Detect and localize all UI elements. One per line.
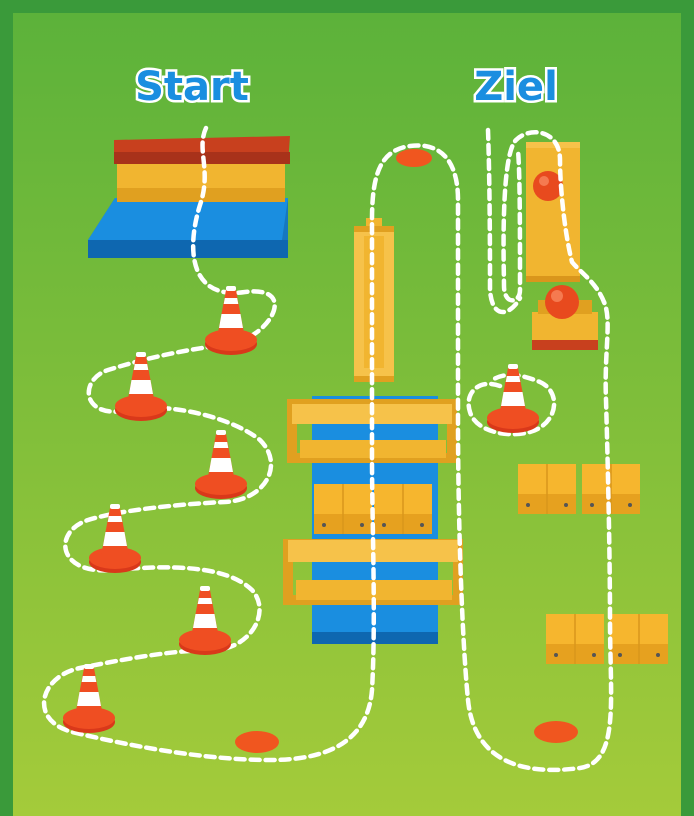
floor-marker-icon <box>396 149 432 167</box>
cardboard-box-icon <box>314 484 372 534</box>
vaulting-box-icon <box>88 136 290 258</box>
cardboard-box-icon <box>546 614 604 664</box>
floor-marker-icon <box>534 721 578 743</box>
cardboard-box-icon <box>518 464 576 514</box>
finish-label: Ziel <box>474 64 558 110</box>
ball-icon <box>539 176 549 186</box>
floor-marker-icon <box>235 731 279 753</box>
cardboard-box-icon <box>582 464 640 514</box>
cardboard-box-icon <box>374 484 432 534</box>
ball-icon <box>545 285 579 319</box>
cardboard-box-icon <box>610 614 668 664</box>
ball-icon <box>551 290 563 302</box>
start-label: Start <box>135 64 249 110</box>
